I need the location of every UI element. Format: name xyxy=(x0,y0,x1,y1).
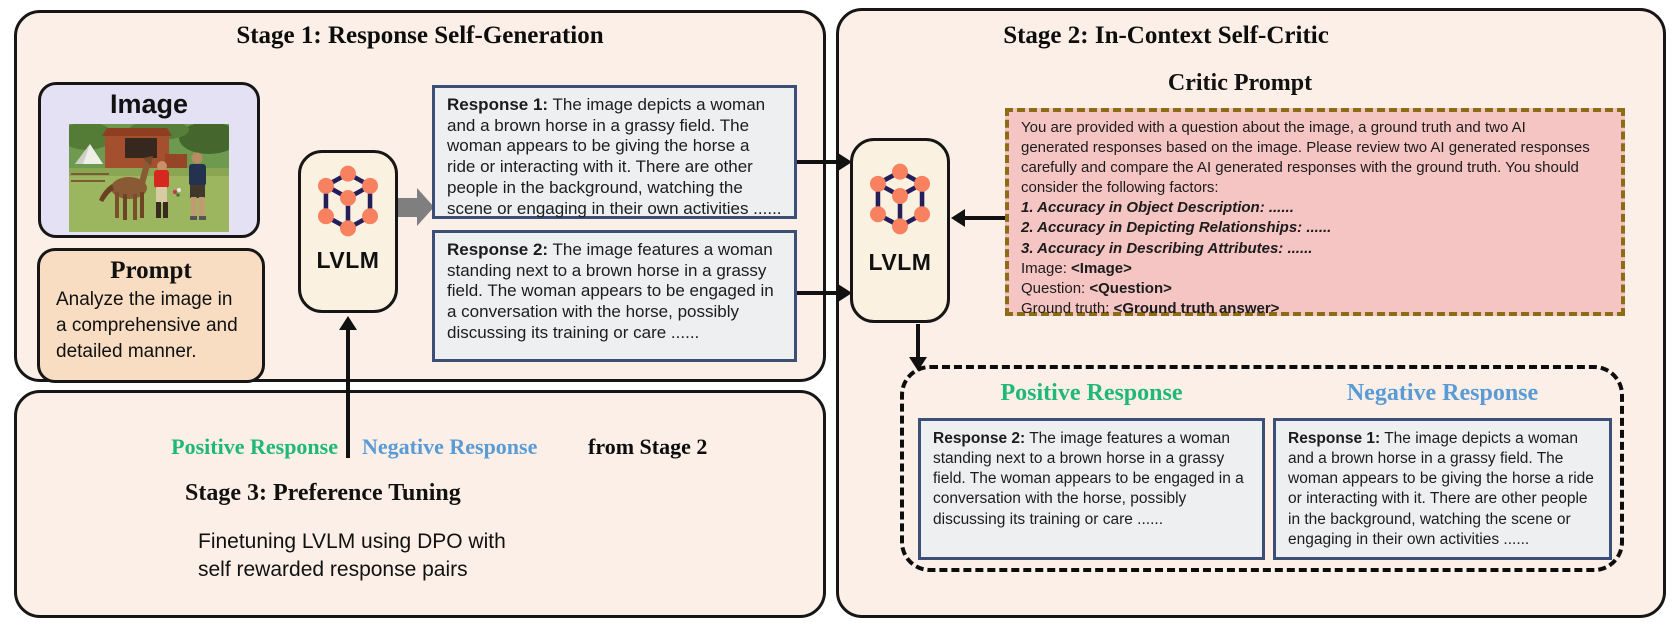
critic-fields: Image: <Image> Question: <Question> Ground… xyxy=(1021,259,1611,319)
critic-prompt-title: Critic Prompt xyxy=(1167,70,1313,96)
arrow-stage3-to-lvlm-head xyxy=(339,316,357,330)
lvlm-cube-icon xyxy=(869,163,931,235)
critic-factors: 1. Accuracy in Object Description: .....… xyxy=(1021,198,1611,258)
prompt-card: Prompt Analyze the image in a comprehens… xyxy=(37,248,265,383)
arrow-critic-to-lvlm-shaft xyxy=(963,216,1005,220)
stage3-body: Finetuning LVLM using DPO with self rewa… xyxy=(198,530,506,582)
stage3-negative-label: Negative Response xyxy=(362,434,538,459)
positive-response-header: Positive Response xyxy=(1000,380,1183,406)
prompt-card-body: Analyze the image in a comprehensive and… xyxy=(56,289,238,363)
stage3-positive-label: Positive Response xyxy=(171,434,338,459)
response2-text: The image features a woman standing next… xyxy=(447,240,774,342)
critic-factor-line: 2. Accuracy in Depicting Relationships: … xyxy=(1021,219,1332,237)
critic-prompt-box: You are provided with a question about t… xyxy=(1005,108,1625,319)
critic-intro: You are provided with a question about t… xyxy=(1021,119,1590,197)
positive-response-box: Response 2: The image features a woman s… xyxy=(918,418,1265,560)
negative-response-text: The image depicts a woman and a brown ho… xyxy=(1288,430,1594,548)
critic-field-line: Question: <Question> xyxy=(1021,279,1172,297)
results-dashed-container xyxy=(900,365,1624,572)
horse-scene-photo xyxy=(69,123,229,232)
image-card: Image xyxy=(38,82,260,238)
arrow-stage3-to-lvlm-shaft xyxy=(346,329,350,458)
critic-factor-line: 3. Accuracy in Describing Attributes: ..… xyxy=(1021,239,1313,257)
critic-factor-line: 1. Accuracy in Object Description: .....… xyxy=(1021,199,1294,217)
gray-arrow-shaft xyxy=(398,198,417,217)
arrow-response1-to-lvlm-head xyxy=(838,153,852,171)
arrow-lvlm-to-results-shaft xyxy=(916,324,920,358)
negative-response-label: Response 1: xyxy=(1288,430,1381,447)
stage1-title: Stage 1: Response Self-Generation xyxy=(236,22,604,49)
stage3-title: Stage 3: Preference Tuning xyxy=(185,480,461,506)
positive-response-text: The image features a woman standing next… xyxy=(933,430,1244,528)
response1-box: Response 1: The image depicts a woman an… xyxy=(432,85,797,219)
stage3-panel xyxy=(14,390,826,618)
lvlm-label: LVLM xyxy=(868,249,932,275)
critic-field-line: Image: <Image> xyxy=(1021,259,1132,277)
gray-arrow-head xyxy=(417,188,434,226)
stage2-title: Stage 2: In-Context Self-Critic xyxy=(1003,22,1329,49)
negative-response-header: Negative Response xyxy=(1346,380,1539,406)
image-card-title: Image xyxy=(109,89,189,119)
lvlm-cube-icon xyxy=(317,165,379,237)
lvlm-label: LVLM xyxy=(316,247,380,273)
response1-text: The image depicts a woman and a brown ho… xyxy=(447,95,782,218)
arrow-response2-to-lvlm-head xyxy=(838,284,852,302)
lvlm-card-stage1: LVLM xyxy=(298,150,398,313)
critic-field-line: Ground truth: <Ground truth answer> xyxy=(1021,299,1280,317)
lvlm-card-stage2: LVLM xyxy=(850,138,950,323)
arrow-critic-to-lvlm-head xyxy=(951,209,965,227)
response1-label: Response 1: xyxy=(447,95,549,114)
arrow-response1-to-lvlm-shaft xyxy=(797,160,839,164)
stage3-from-label: from Stage 2 xyxy=(588,434,708,459)
positive-response-label: Response 2: xyxy=(933,430,1026,447)
arrow-response2-to-lvlm-shaft xyxy=(797,291,839,295)
negative-response-box: Response 1: The image depicts a woman an… xyxy=(1273,418,1612,560)
prompt-card-title: Prompt xyxy=(110,257,192,284)
response2-label: Response 2: xyxy=(447,240,549,259)
response2-box: Response 2: The image features a woman s… xyxy=(432,230,797,362)
